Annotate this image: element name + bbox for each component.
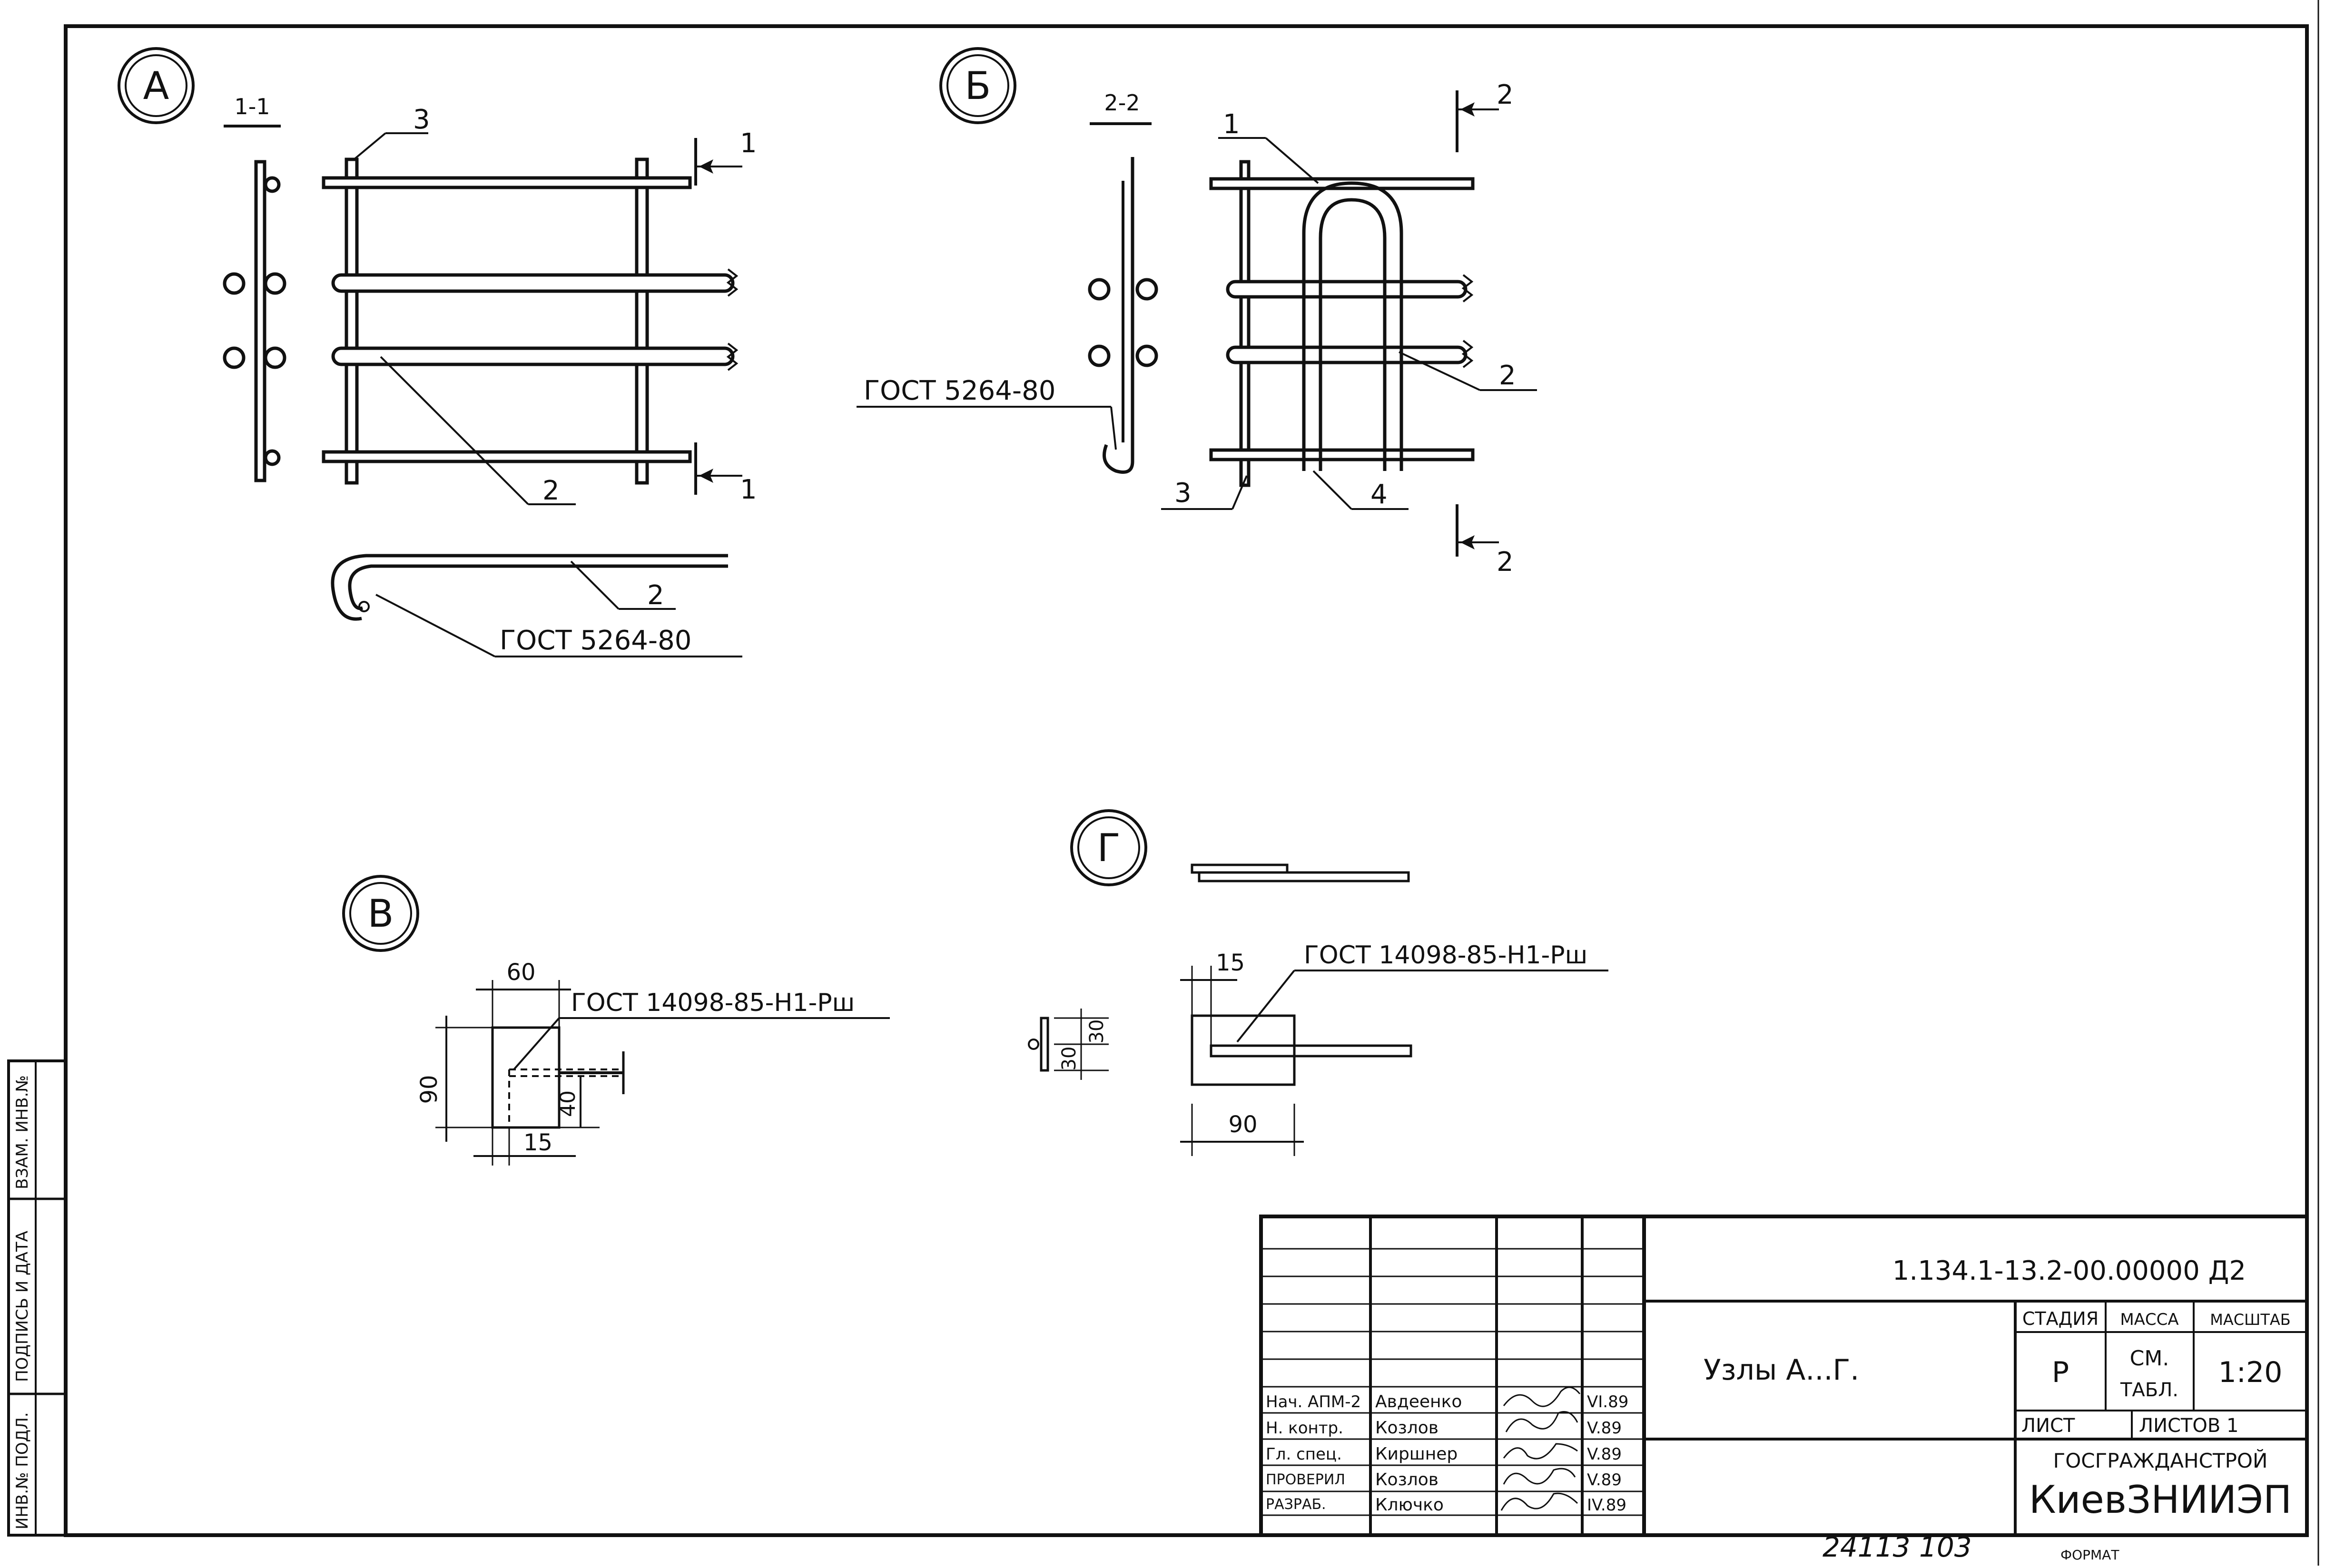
node-v-plate [491, 1026, 561, 1129]
node-b-pos-1: 1 [1223, 109, 1240, 140]
sig-date-3: V.89 [1587, 1445, 1622, 1464]
node-g-marker-inner [1077, 816, 1140, 879]
node-v-marker-inner [349, 882, 412, 945]
sig-role-3: Гл. спец. [1266, 1445, 1342, 1464]
node-b-marker-letter: Б [965, 64, 991, 108]
node-a-marker-letter: А [143, 64, 169, 108]
sig-role-4: ПРОВЕРИЛ [1266, 1471, 1345, 1488]
node-v-dim-width: 60 [506, 959, 535, 986]
mass-label: МАССА [2120, 1310, 2178, 1329]
org-line2: КиевЗНИИЭП [2029, 1478, 2292, 1522]
sig-role-2: Н. контр. [1266, 1419, 1343, 1438]
node-g-marker-outer [1070, 809, 1147, 886]
node-v-dim-offset: 15 [523, 1129, 552, 1156]
node-b-cut-mark-top: 2 [1497, 79, 1514, 110]
node-v: В 60 90 40 15 ГОСТ 14098-85-Н1-Рш [342, 875, 890, 1166]
node-v-marker-letter: В [368, 892, 394, 936]
node-b: Б 2-2 ГОСТ 5264-80 [857, 47, 1537, 578]
footer-handwritten: 24113 103 [1823, 1531, 1972, 1563]
node-v-gost-label: ГОСТ 14098-85-Н1-Рш [571, 989, 855, 1017]
node-g-dim-offset: 15 [1216, 950, 1245, 976]
node-g: Г 30 30 15 90 ГОСТ 14098-85-Н1-Рш [1028, 809, 1608, 1156]
sig-date-1: VI.89 [1587, 1392, 1628, 1411]
node-b-cut-mark-bottom: 2 [1497, 547, 1514, 578]
sig-date-2: V.89 [1587, 1419, 1622, 1438]
node-a-section-view [223, 160, 286, 482]
stage-label: СТАДИЯ [2022, 1308, 2099, 1329]
node-a-gost-label: ГОСТ 5264-80 [500, 625, 691, 656]
side-stamp-sign-date: ПОДПИСЬ И ДАТА [13, 1231, 32, 1382]
footer-format: ФОРМАТ [2060, 1547, 2119, 1563]
node-a-cut-mark-top: 1 [740, 128, 757, 159]
node-a: А 1-1 1 1 [118, 47, 757, 657]
node-b-pos-2: 2 [1499, 360, 1516, 391]
side-stamp-inv-podl: ИНВ.№ ПОДЛ. [13, 1412, 32, 1529]
doc-code: 1.134.1-13.2-00.00000 Д2 [1892, 1255, 2246, 1286]
node-b-marker-inner [946, 54, 1009, 117]
node-a-plan-view [322, 157, 739, 485]
node-a-section-label: 1-1 [234, 94, 270, 119]
drawing-title: Узлы А...Г. [1704, 1353, 1859, 1387]
sig-scribble-2 [1505, 1411, 1578, 1432]
sheet-label: ЛИСТ [2021, 1415, 2075, 1437]
mass-value-line1: СМ. [2130, 1346, 2169, 1371]
scale-label: МАСШТАБ [2210, 1311, 2290, 1329]
node-b-plan-view [1209, 160, 1475, 487]
sig-scribble-4 [1503, 1468, 1576, 1485]
node-g-marker-letter: Г [1097, 826, 1121, 870]
signature-rows: Нач. АПМ-2 Авдеенко VI.89 Н. контр. Козл… [1266, 1386, 1628, 1515]
mass-value-line2: ТАБЛ. [2120, 1379, 2178, 1401]
node-b-pos-3: 3 [1174, 478, 1192, 509]
title-block: Нач. АПМ-2 Авдеенко VI.89 Н. контр. Козл… [1259, 1215, 2309, 1537]
sig-name-3: Киршнер [1375, 1444, 1458, 1464]
sig-role-5: РАЗРАБ. [1266, 1496, 1326, 1513]
node-a-marker-outer [118, 47, 195, 124]
node-b-marker-outer [939, 47, 1016, 124]
sig-name-5: Ключко [1375, 1495, 1444, 1515]
node-a-pos-2: 2 [542, 475, 560, 506]
node-g-gost-label: ГОСТ 14098-85-Н1-Рш [1304, 941, 1587, 970]
sig-role-1: Нач. АПМ-2 [1266, 1392, 1361, 1411]
stage-value: Р [2052, 1356, 2069, 1389]
node-b-section-view [1088, 157, 1158, 474]
node-a-pos-3: 3 [413, 104, 430, 135]
node-g-dim-h1: 30 [1058, 1047, 1080, 1071]
node-b-section-label: 2-2 [1104, 90, 1140, 116]
node-g-dim-h2: 30 [1086, 1019, 1108, 1044]
scale-value: 1:20 [2218, 1356, 2283, 1389]
sig-name-4: Козлов [1375, 1470, 1439, 1490]
sig-name-1: Авдеенко [1375, 1392, 1462, 1411]
node-a-marker-inner [125, 54, 187, 117]
sig-date-5: IV.89 [1587, 1496, 1626, 1515]
side-stamp: ВЗАМ. ИНВ.№ ПОДПИСЬ И ДАТА ИНВ.№ ПОДЛ. [7, 1059, 67, 1537]
node-b-pos-4: 4 [1370, 479, 1388, 510]
drawing-frame [64, 0, 2319, 1566]
node-b-gost-label: ГОСТ 5264-80 [864, 375, 1055, 406]
sig-scribble-5 [1500, 1492, 1578, 1511]
node-a-hook-pos-2: 2 [647, 580, 664, 611]
node-v-dim-depth: 40 [556, 1090, 580, 1117]
side-stamp-vzam: ВЗАМ. ИНВ.№ [13, 1075, 32, 1189]
node-g-dim-width: 90 [1228, 1111, 1257, 1138]
sig-scribble-3 [1503, 1443, 1578, 1460]
node-a-cut-mark-bottom: 1 [740, 474, 757, 505]
sig-scribble-1 [1503, 1386, 1581, 1407]
node-a-hook-detail: 2 ГОСТ 5264-80 [331, 554, 742, 657]
node-g-plate [1191, 1014, 1296, 1086]
sig-date-4: V.89 [1587, 1470, 1622, 1490]
org-line1: ГОСГРАЖДАНСТРОЙ [2053, 1449, 2268, 1472]
node-v-marker-outer [342, 875, 419, 952]
sheets-label: ЛИСТОВ 1 [2139, 1415, 2238, 1437]
sig-name-2: Козлов [1375, 1418, 1439, 1438]
node-v-dim-height: 90 [416, 1075, 443, 1104]
footer: 24113 103 ФОРМАТ [1823, 1531, 2119, 1563]
